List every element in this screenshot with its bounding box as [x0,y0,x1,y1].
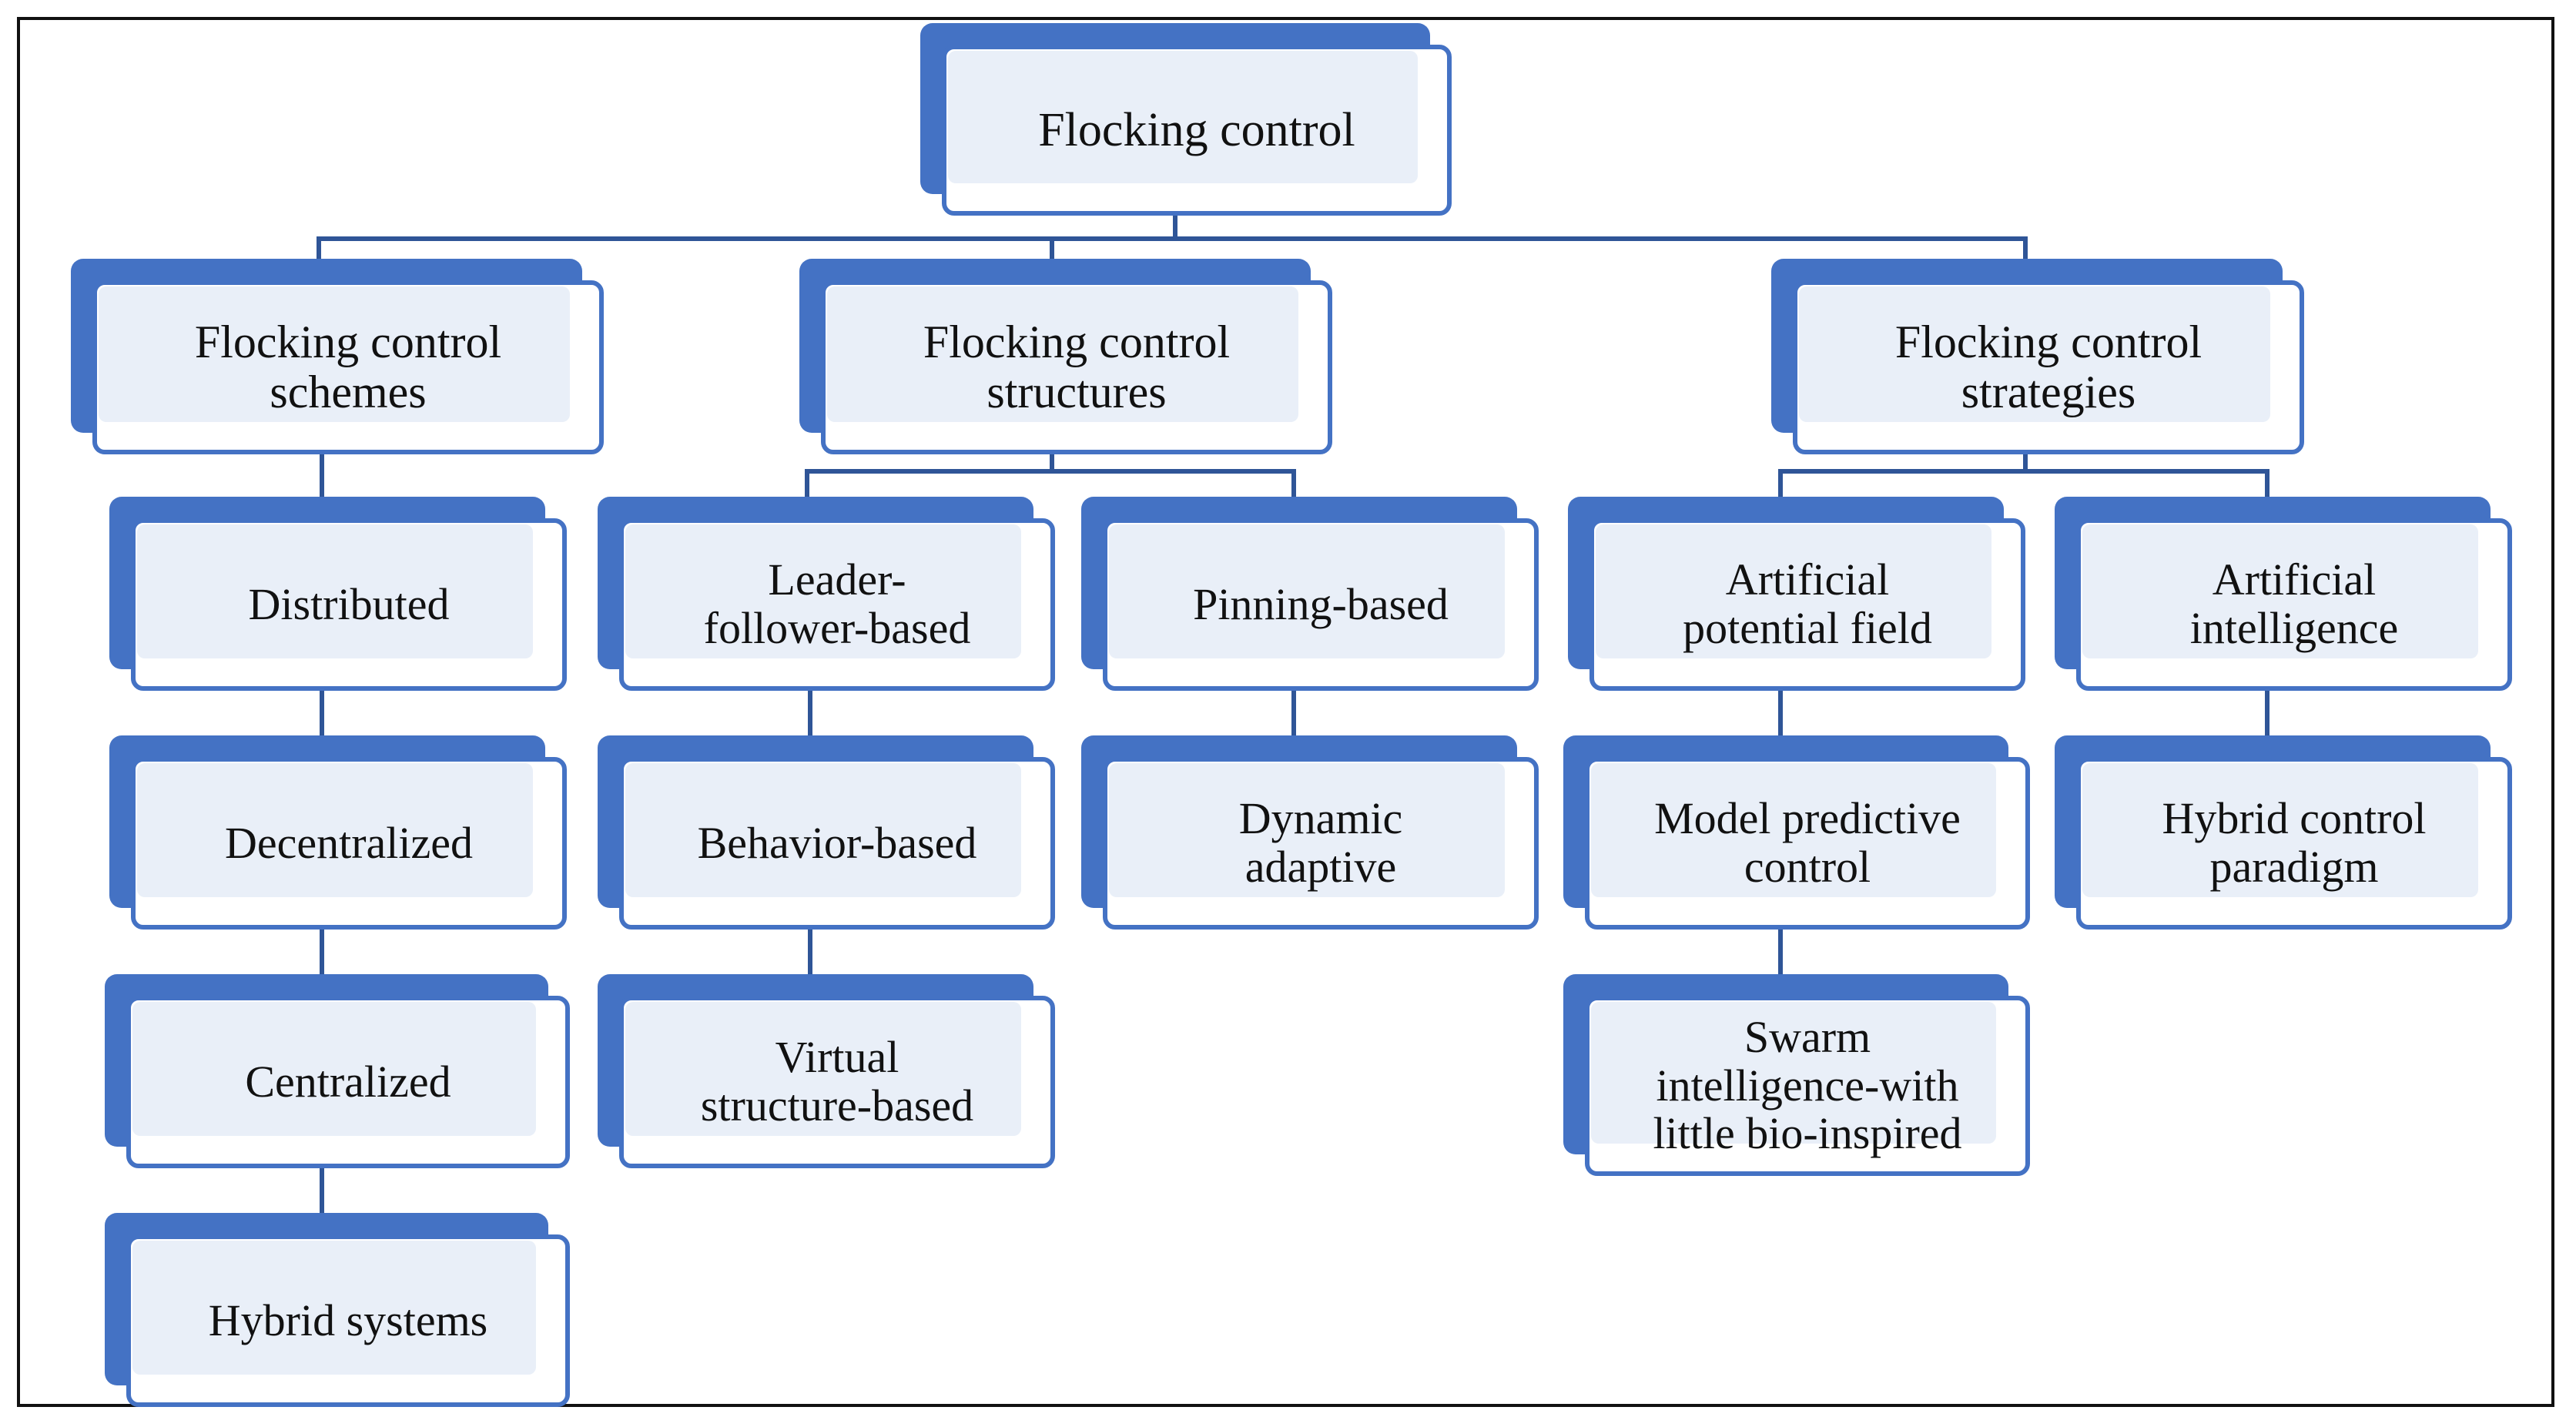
structure-leader-follower-label: Leader- follower-based [703,554,971,653]
root-node: Flocking control [920,23,1452,216]
scheme-centralized-label: Centralized [245,1056,451,1107]
scheme-distributed: Distributed [109,497,567,691]
structure-virtual: Virtual structure-based [598,974,1055,1168]
structure-behavior-label: Behavior-based [697,817,977,868]
category-structures-label: Flocking control structures [923,317,1231,417]
diagram-frame [17,17,2554,1407]
scheme-centralized: Centralized [105,974,570,1168]
strategy-model-predictive: Model predictive control [1563,735,2030,930]
category-schemes-label: Flocking control schemes [194,317,502,417]
strategy-model-predictive-label: Model predictive control [1654,793,1961,892]
category-schemes: Flocking control schemes [71,259,604,454]
structure-behavior: Behavior-based [598,735,1055,930]
scheme-hybrid-systems-label: Hybrid systems [208,1295,488,1345]
scheme-distributed-label: Distributed [248,578,450,629]
scheme-hybrid-systems: Hybrid systems [105,1213,570,1407]
strategy-hybrid-control: Hybrid control paradigm [2055,735,2512,930]
scheme-decentralized: Decentralized [109,735,567,930]
strategy-hybrid-control-label: Hybrid control paradigm [2162,793,2427,892]
root-label: Flocking control [1038,103,1355,156]
structure-dynamic-adaptive: Dynamic adaptive [1081,735,1539,930]
scheme-decentralized-label: Decentralized [224,817,473,868]
structure-leader-follower: Leader- follower-based [598,497,1055,691]
category-strategies: Flocking control strategies [1771,259,2304,454]
strategy-potential-field-label: Artificial potential field [1683,554,1932,653]
structure-pinning-label: Pinning-based [1193,578,1449,629]
strategy-artificial-intelligence: Artificial intelligence [2055,497,2512,691]
strategy-swarm-intelligence: Swarm intelligence-with little bio-inspi… [1563,974,2030,1176]
strategy-artificial-intelligence-label: Artificial intelligence [2189,554,2399,653]
structure-dynamic-adaptive-label: Dynamic adaptive [1238,793,1403,892]
strategy-potential-field: Artificial potential field [1568,497,2025,691]
structure-virtual-label: Virtual structure-based [700,1032,974,1131]
structure-pinning: Pinning-based [1081,497,1539,691]
category-strategies-label: Flocking control strategies [1894,317,2202,417]
category-structures: Flocking control structures [799,259,1332,454]
strategy-swarm-intelligence-label: Swarm intelligence-with little bio-inspi… [1653,1012,1962,1159]
